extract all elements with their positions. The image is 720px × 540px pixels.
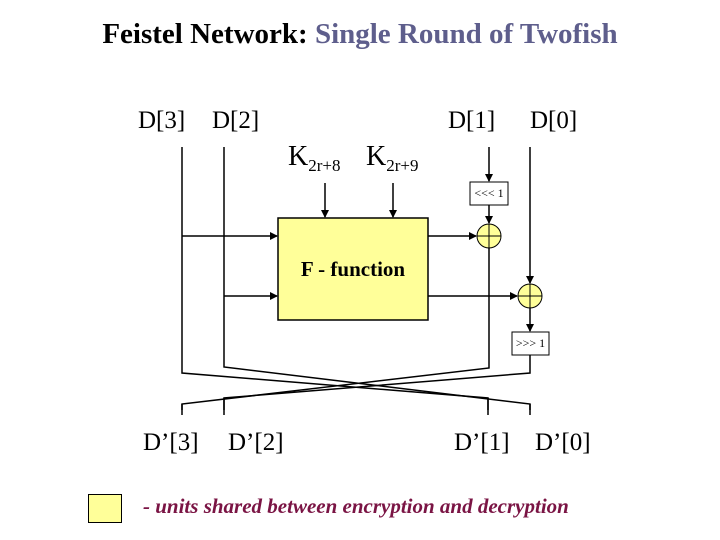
key-k2r8: K2r+8 bbox=[288, 141, 341, 175]
output-d2-label: D’[2] bbox=[228, 429, 284, 456]
xor-icon bbox=[517, 283, 543, 309]
key-k2r9-base: K bbox=[366, 141, 387, 172]
input-d2-label: D[2] bbox=[212, 107, 260, 134]
input-d0-label: D[0] bbox=[530, 107, 578, 134]
rotate-left-label: <<< 1 bbox=[474, 186, 504, 200]
title-sub: Single Round of Twofish bbox=[314, 18, 618, 50]
input-d1-label: D[1] bbox=[448, 107, 496, 134]
rotate-right-label: >>> 1 bbox=[515, 336, 546, 350]
input-d3-label: D[3] bbox=[138, 107, 186, 134]
output-d1-label: D’[1] bbox=[454, 429, 510, 456]
f-function-box bbox=[277, 217, 429, 321]
key-k2r9-subscript: 2r+9 bbox=[386, 156, 419, 175]
rotate-right-box bbox=[511, 331, 550, 356]
output-d3-label: D’[3] bbox=[143, 429, 199, 456]
key-k2r9: K2r+9 bbox=[366, 141, 419, 175]
legend-swatch bbox=[88, 494, 122, 523]
page-title: Feistel Network: Single Round of Twofish bbox=[0, 18, 720, 51]
key-k2r8-subscript: 2r+8 bbox=[308, 156, 341, 175]
output-d0-label: D’[0] bbox=[535, 429, 591, 456]
f-function-label: F - function bbox=[300, 257, 406, 281]
title-main: Feistel Network: bbox=[102, 18, 308, 50]
rotate-left-box bbox=[469, 181, 509, 206]
wire-d0-out bbox=[223, 355, 531, 410]
key-k2r8-base: K bbox=[288, 141, 309, 172]
xor-icon bbox=[476, 223, 502, 249]
legend-text: - units shared between encryption and de… bbox=[143, 494, 569, 518]
